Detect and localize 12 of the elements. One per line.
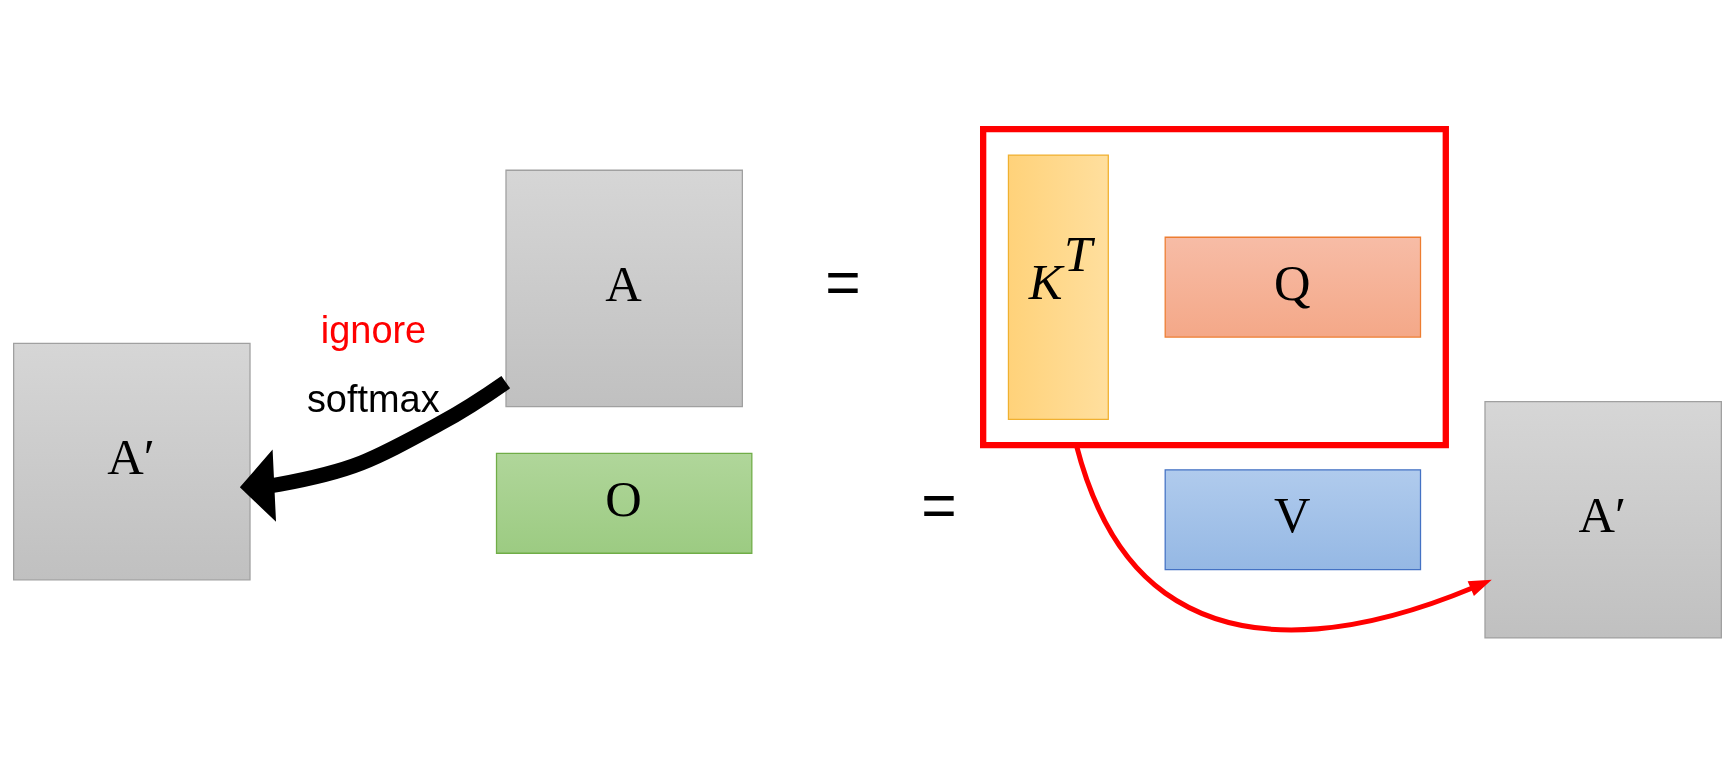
node-box: V [1164,469,1422,571]
node-box: A′ [13,342,251,581]
arrow [239,375,511,522]
label: = [921,470,957,539]
label: = [825,248,861,317]
label: ignore [320,309,427,352]
node-box: Q [1164,236,1422,338]
node-box: O [495,452,753,554]
node-box: A′ [1484,400,1722,639]
edge-label: softmax [306,378,440,421]
node-box: A [505,169,743,408]
cluster [980,126,1449,449]
